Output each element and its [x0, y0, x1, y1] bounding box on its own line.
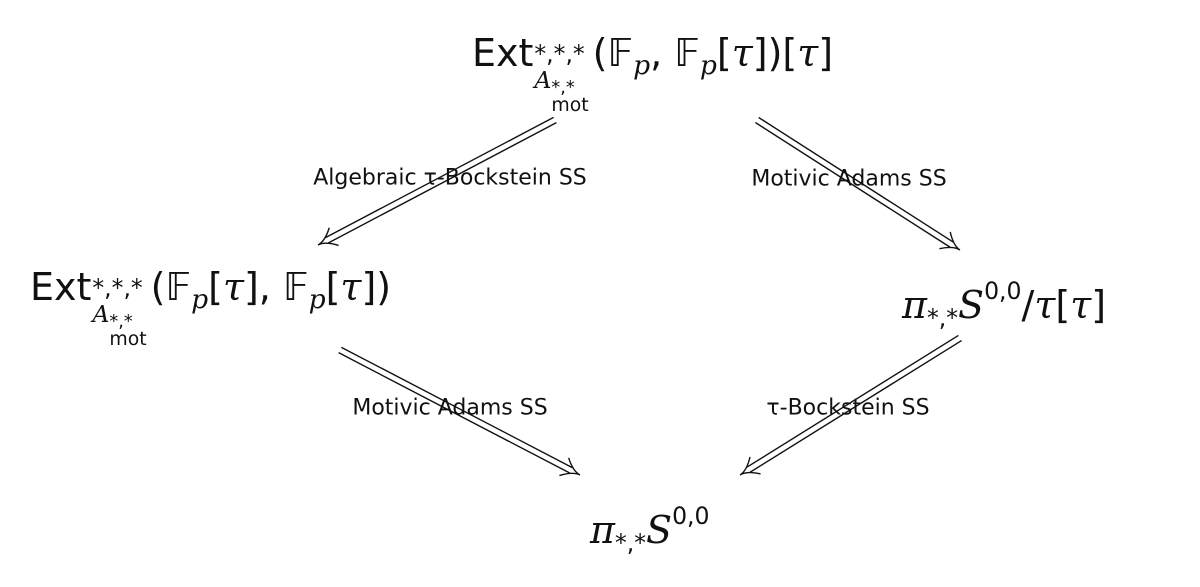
math-part: 0,0 — [672, 502, 710, 530]
arrow-shaft-line — [755, 121, 951, 248]
arrow-label-algebraic-tau-bockstein: Algebraic τ-Bockstein SS — [313, 165, 587, 191]
arrowhead-icon — [559, 457, 581, 477]
node-ext-fp-fptau-tau: Ext*,*,*A*,*mot(𝔽p, 𝔽p[τ])[τ] — [472, 34, 833, 116]
math-part: p — [191, 283, 209, 315]
math-part: S — [958, 282, 985, 327]
arrow-shaft-line — [341, 346, 573, 469]
math-part: τ — [340, 265, 362, 309]
math-part: τ — [797, 31, 819, 75]
math-part: p — [308, 283, 326, 315]
ext-indices: *,*,*A*,*mot — [92, 277, 146, 350]
algebra-subscript: mot — [109, 329, 147, 351]
ext-superscript: *,*,* — [534, 40, 585, 69]
math-part: / — [1021, 282, 1035, 327]
math-part: , 𝔽 — [650, 31, 700, 75]
algebra-superscript: *,* — [109, 311, 133, 332]
math-part: [ — [1055, 282, 1071, 327]
arrow-label-motivic-adams-bottom: Motivic Adams SS — [352, 395, 548, 421]
math-part: (𝔽 — [592, 31, 634, 75]
math-part: ]) — [361, 265, 392, 309]
ext-superscript: *,*,* — [92, 274, 143, 303]
math-part: τ — [1034, 282, 1056, 327]
math-part: 0,0 — [984, 277, 1022, 305]
arrow-shaft-line — [327, 122, 557, 244]
arrow-shaft-line — [746, 334, 959, 468]
math-part: ] — [1091, 282, 1107, 327]
math-part: [ — [716, 31, 732, 75]
arrowhead-icon — [739, 456, 761, 476]
math-part: τ — [222, 265, 244, 309]
math-part: [ — [208, 265, 223, 309]
math-part: τ — [731, 31, 753, 75]
arrowhead-icon — [317, 227, 339, 247]
arrow-shaft-line — [338, 352, 571, 474]
node-ext-fptau-fptau: Ext*,*,*A*,*mot(𝔽p[τ], 𝔽p[τ]) — [30, 268, 391, 350]
math-part: p — [633, 49, 651, 81]
arrow-label-tau-bockstein: τ-Bockstein SS — [766, 395, 930, 421]
algebra-symbol: A — [92, 300, 110, 329]
algebra-subscript: mot — [551, 95, 589, 117]
math-part: S — [646, 507, 673, 552]
ext-subscript: A*,*mot — [92, 300, 147, 351]
math-part: τ — [1070, 282, 1092, 327]
math-part: π — [902, 282, 927, 327]
math-part: ], 𝔽 — [243, 265, 309, 309]
math-part: ])[ — [752, 31, 798, 75]
ext-symbol: Ext — [30, 265, 92, 309]
double-arrow-motivic-adams-bottom — [338, 346, 581, 477]
math-part: p — [699, 49, 717, 81]
arrow-shaft-line — [325, 116, 554, 239]
arrowhead-icon — [939, 231, 961, 251]
double-arrow-tau-bockstein — [739, 334, 962, 476]
math-part: *,* — [926, 304, 959, 333]
math-part: (𝔽 — [150, 265, 192, 309]
arrow-shaft-line — [758, 116, 954, 243]
node-pi-s00-mod-tau: π*,*S0,0/τ[τ] — [902, 277, 1107, 333]
ext-indices: *,*,*A*,*mot — [534, 43, 588, 116]
algebra-superscript: *,* — [551, 77, 575, 98]
math-part: π — [590, 507, 615, 552]
arrow-shaft-line — [749, 339, 962, 473]
ext-symbol: Ext — [472, 31, 534, 75]
math-part: *,* — [614, 529, 647, 558]
math-part: [ — [325, 265, 341, 309]
ext-subscript: A*,*mot — [534, 66, 589, 117]
math-part: ] — [818, 31, 834, 75]
double-arrow-motivic-adams-top — [755, 116, 961, 251]
double-arrow-algebraic-tau-bockstein — [317, 116, 557, 247]
arrow-label-motivic-adams-top: Motivic Adams SS — [751, 166, 947, 192]
node-pi-s00: π*,*S0,0 — [590, 502, 710, 558]
algebra-symbol: A — [534, 66, 552, 95]
